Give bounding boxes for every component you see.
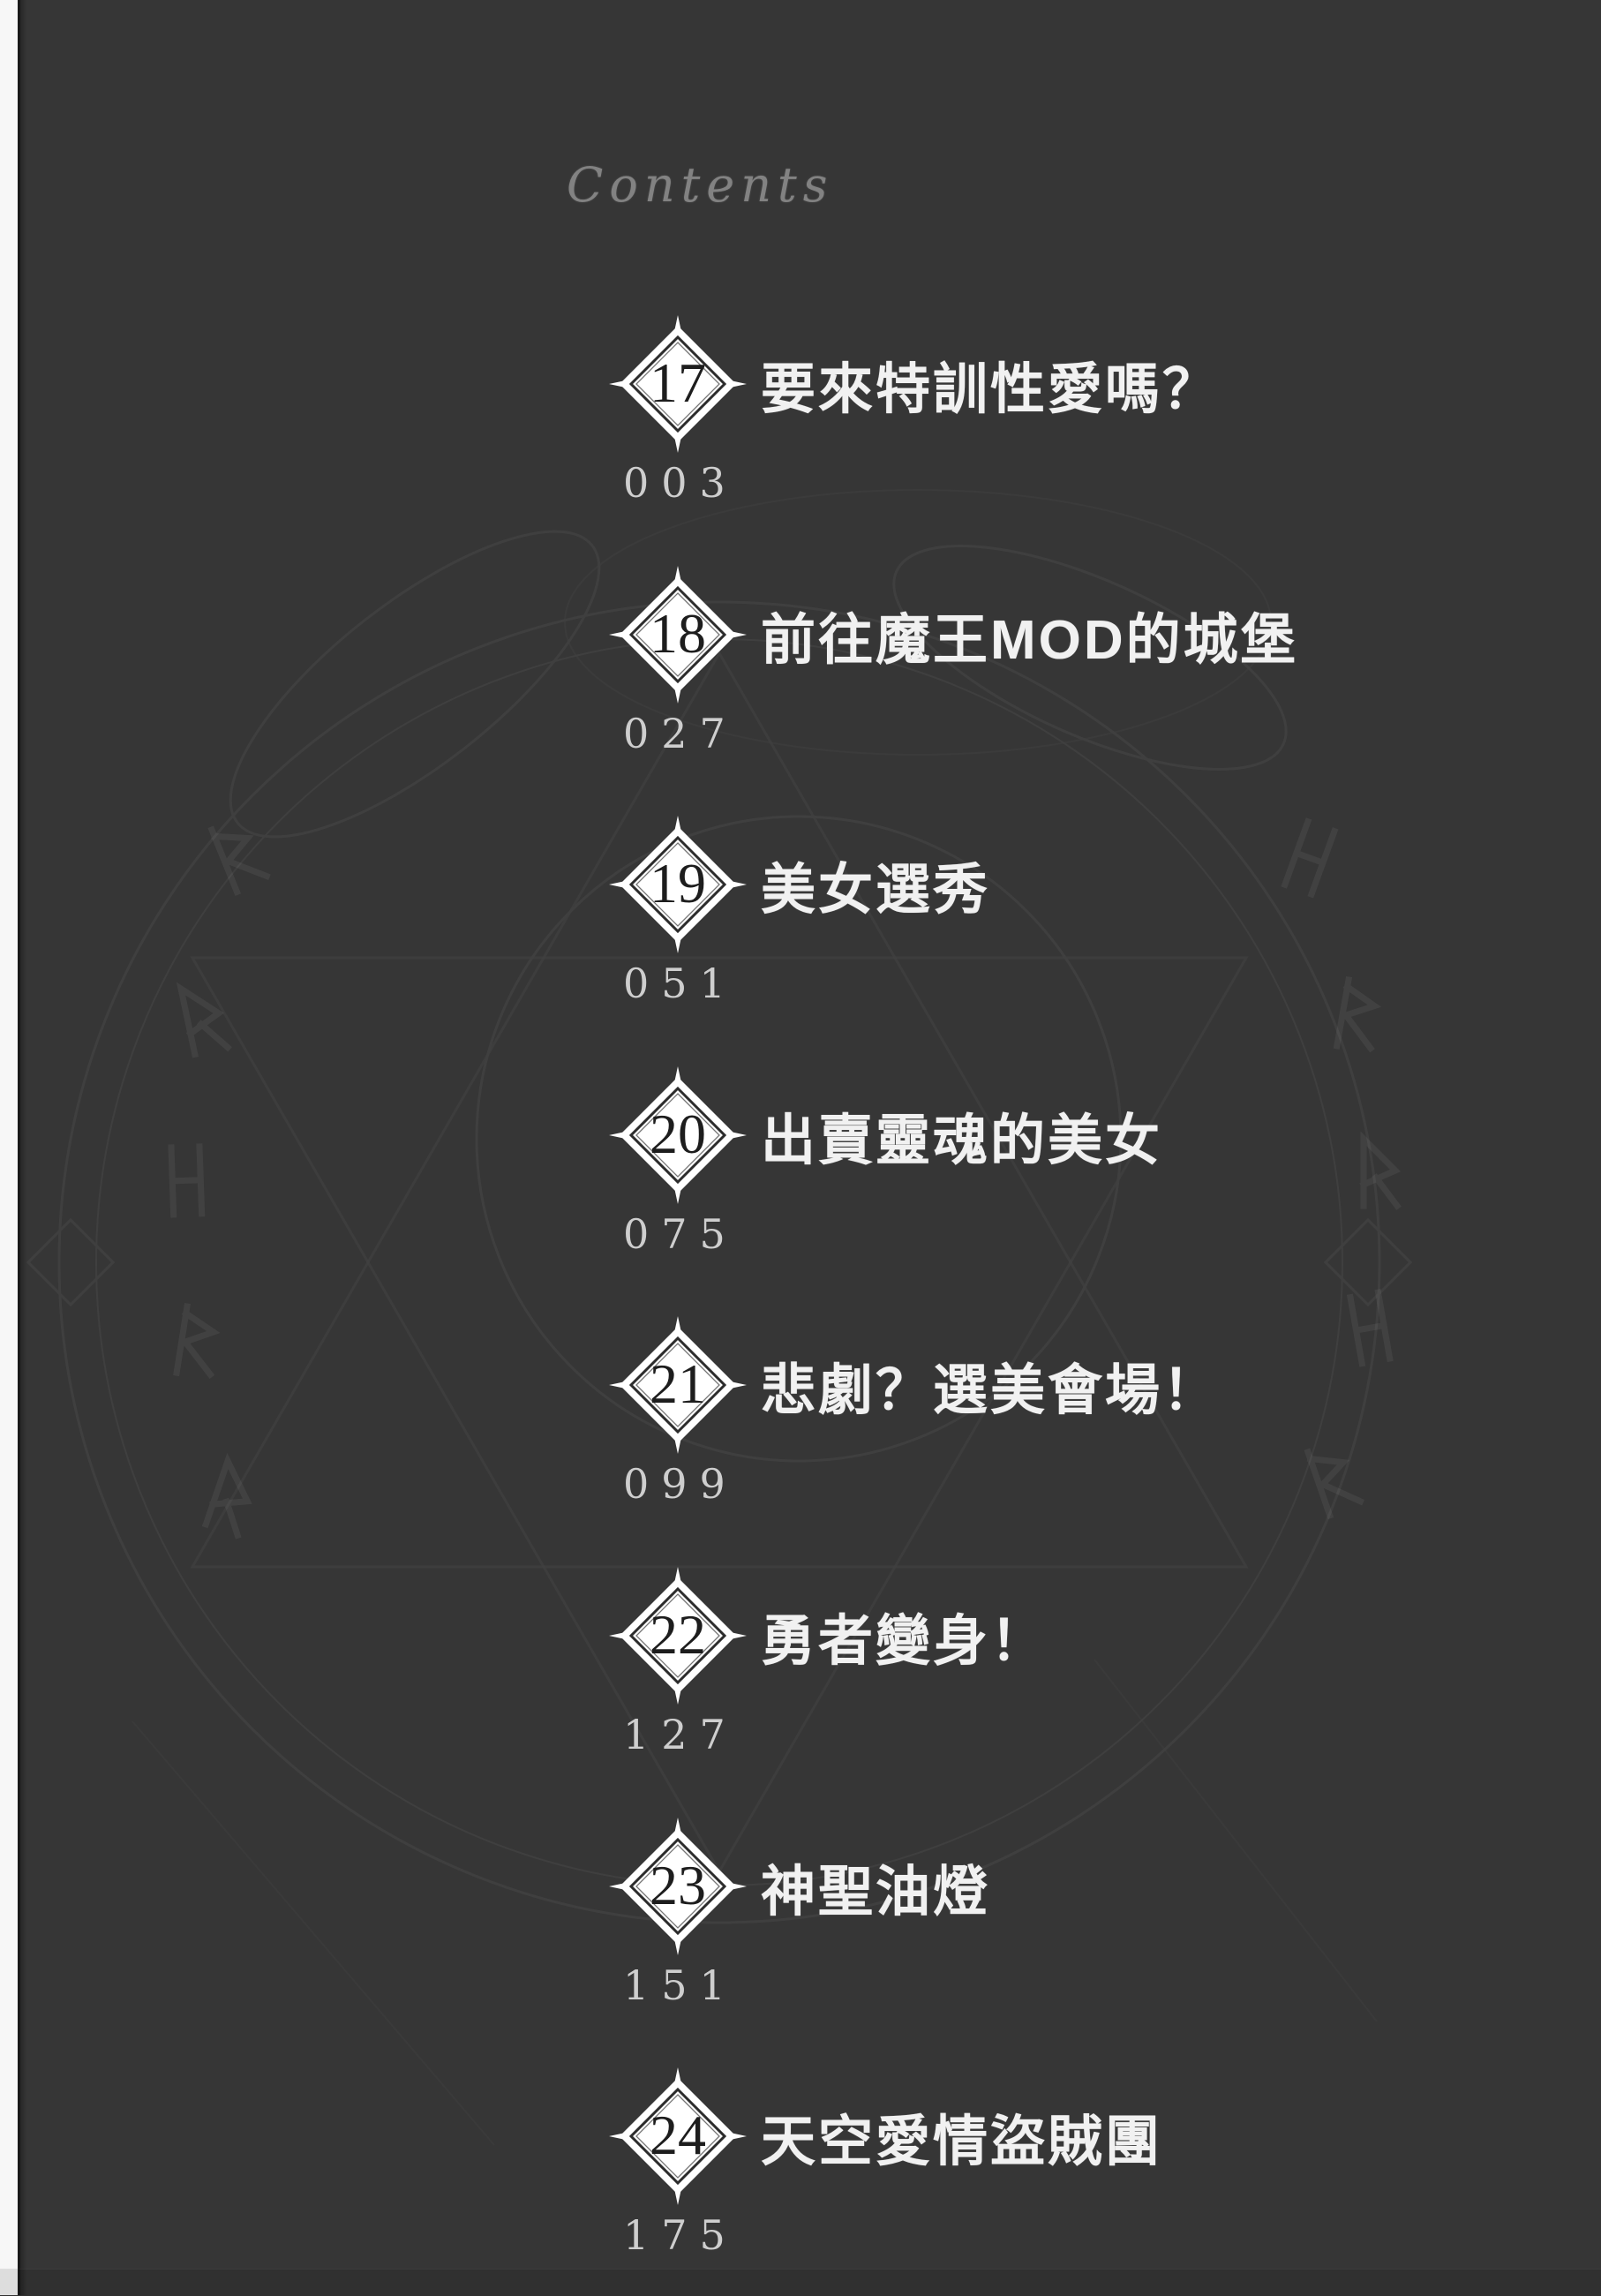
chapter-title: 出賣靈魂的美女 xyxy=(761,1110,1163,1171)
chapter-number-badge: 21 xyxy=(609,1316,747,1454)
toc-entry: 19 美女選秀 051 xyxy=(0,816,1601,1036)
scan-paper-edge xyxy=(0,0,18,2295)
diamond-icon xyxy=(609,315,747,453)
chapter-page-number: 151 xyxy=(623,1961,738,2009)
chapter-page-number: 099 xyxy=(623,1460,738,1508)
scan-edge-shadow xyxy=(20,0,27,2295)
chapter-number: 18 xyxy=(650,602,706,665)
chapter-page-number: 175 xyxy=(623,2211,738,2259)
scan-page-fold-line xyxy=(18,0,20,2295)
chapter-title: 勇者變身！ xyxy=(761,1611,1049,1672)
toc-entry: 18 前往魔王MOD的城堡 027 xyxy=(0,566,1601,787)
chapter-number-badge: 22 xyxy=(609,1567,747,1705)
chapter-title: 神聖油燈 xyxy=(761,1862,991,1923)
toc-entry: 17 要來特訓性愛嗎？ 003 xyxy=(0,315,1601,536)
scan-bottom-band xyxy=(0,2269,1601,2296)
diamond-icon xyxy=(609,816,747,953)
chapter-number-badge: 24 xyxy=(609,2067,747,2205)
toc-entry: 24 天空愛情盜賊團 175 xyxy=(0,2067,1601,2288)
chapter-page-number: 127 xyxy=(623,1711,738,1758)
toc-entry: 22 勇者變身！ 127 xyxy=(0,1567,1601,1788)
chapter-page-number: 003 xyxy=(623,459,738,507)
chapter-number: 20 xyxy=(650,1103,706,1165)
chapter-number: 22 xyxy=(650,1603,706,1666)
toc-entry: 20 出賣靈魂的美女 075 xyxy=(0,1066,1601,1287)
chapter-number-badge: 18 xyxy=(609,566,747,704)
chapter-page-number: 027 xyxy=(623,710,738,757)
chapter-page-number: 075 xyxy=(623,1210,738,1258)
chapter-number: 19 xyxy=(650,852,706,915)
chapter-title: 前往魔王MOD的城堡 xyxy=(761,610,1298,671)
diamond-icon xyxy=(609,566,747,704)
chapter-number: 17 xyxy=(650,351,706,414)
chapter-number: 21 xyxy=(650,1352,706,1415)
chapter-number-badge: 17 xyxy=(609,315,747,453)
diamond-icon xyxy=(609,1066,747,1204)
chapter-title: 要來特訓性愛嗎？ xyxy=(761,359,1221,420)
chapter-number-badge: 20 xyxy=(609,1066,747,1204)
diamond-icon xyxy=(609,1818,747,1955)
diamond-icon xyxy=(609,1316,747,1454)
chapter-title: 美女選秀 xyxy=(761,860,991,921)
chapter-number: 23 xyxy=(650,1854,706,1916)
chapter-number-badge: 23 xyxy=(609,1818,747,1955)
chapter-number-badge: 19 xyxy=(609,816,747,953)
contents-heading: Contents xyxy=(567,157,834,213)
chapter-number: 24 xyxy=(650,2104,706,2166)
chapter-title: 天空愛情盜賊團 xyxy=(761,2112,1163,2172)
chapter-title: 悲劇？選美會場！ xyxy=(761,1360,1221,1421)
diamond-icon xyxy=(609,2067,747,2205)
toc-entry: 23 神聖油燈 151 xyxy=(0,1818,1601,2038)
toc-entry: 21 悲劇？選美會場！ 099 xyxy=(0,1316,1601,1537)
chapter-page-number: 051 xyxy=(623,960,738,1007)
diamond-icon xyxy=(609,1567,747,1705)
